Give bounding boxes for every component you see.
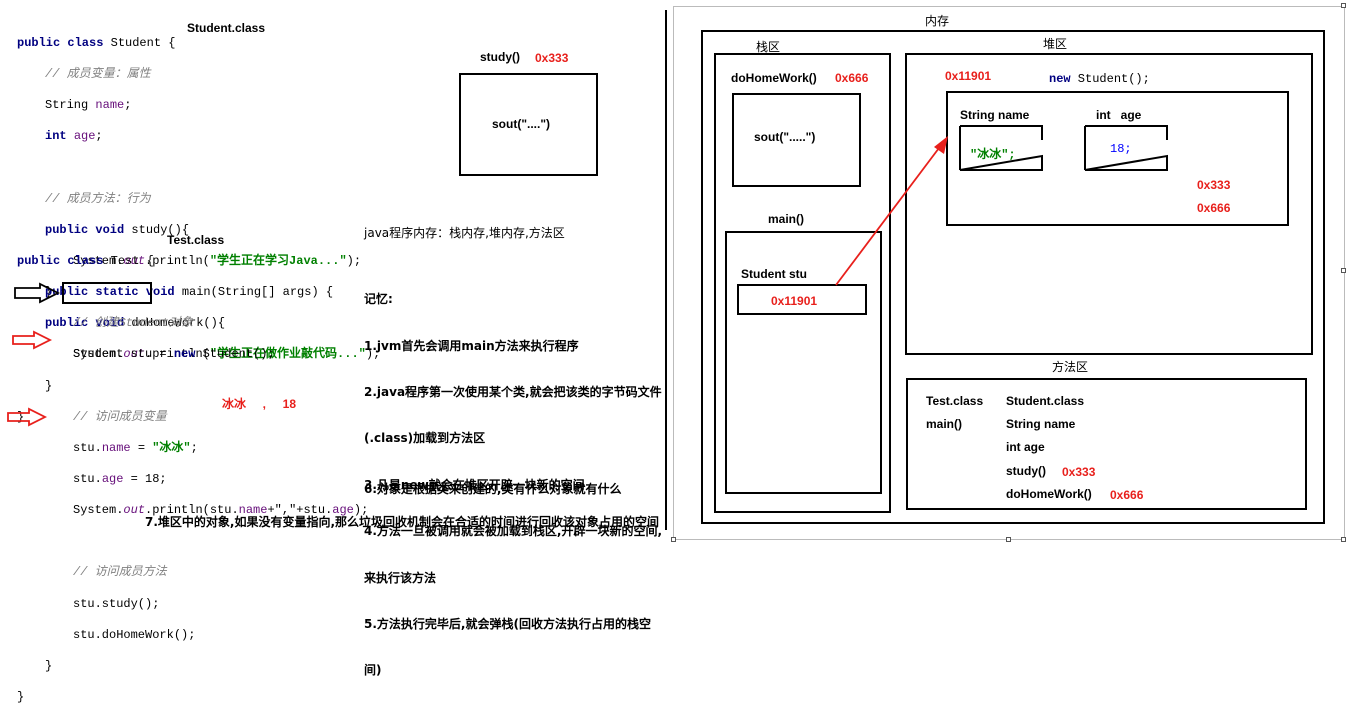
note-item: 2.java程序第一次使用某个类,就会把该类的字节码文件 bbox=[364, 385, 662, 400]
arrowhead-icon bbox=[934, 136, 948, 154]
stack-area bbox=[714, 53, 891, 513]
student-homework-entry: doHomeWork() bbox=[1006, 487, 1092, 501]
notes-title: 记忆: bbox=[364, 292, 393, 307]
code-line: // 创建Student对象 bbox=[73, 315, 194, 330]
code-line: stu.study(); bbox=[73, 596, 160, 611]
code-line: public void doHomeWork(){ bbox=[45, 316, 226, 331]
heap-new-expression: new Student(); bbox=[1049, 72, 1150, 86]
red-arrow-icon bbox=[7, 407, 48, 427]
age-field-label: int age bbox=[1096, 108, 1142, 122]
note-item: 5.方法执行完毕后,就会弹栈(回收方法执行占用的栈空 bbox=[364, 617, 651, 632]
code-line: System.out.println("学生正在学习Java..."); bbox=[73, 253, 362, 268]
age-field-value: 18; bbox=[1110, 142, 1132, 156]
heap-object-address: 0x11901 bbox=[945, 69, 992, 83]
vertical-divider bbox=[665, 10, 667, 530]
code-line: } bbox=[45, 659, 53, 674]
stu-variable-label: Student stu bbox=[741, 267, 807, 281]
student-class-entry: Student.class bbox=[1006, 394, 1085, 408]
handle bbox=[1006, 537, 1011, 542]
code-line: } bbox=[17, 690, 25, 705]
stack-title: 栈区 bbox=[756, 40, 781, 54]
red-arrow-icon bbox=[12, 330, 53, 350]
code-line: stu.name = "冰冰"; bbox=[73, 440, 198, 455]
field-slots bbox=[959, 125, 1168, 171]
student-class-label: Student.class bbox=[187, 21, 266, 35]
code-line: stu.doHomeWork(); bbox=[73, 627, 196, 642]
age-slot bbox=[1084, 125, 1168, 171]
memory-title: 内存 bbox=[925, 14, 950, 28]
code-line: // 访问成员方法 bbox=[73, 565, 167, 580]
homework-frame-title: doHomeWork() bbox=[731, 71, 817, 85]
homework-frame-content: sout(".....") bbox=[754, 130, 816, 144]
code-line: public static void main(String[] args) { bbox=[45, 284, 334, 299]
stu-variable-box bbox=[737, 284, 867, 315]
name-field-label: String name bbox=[960, 108, 1030, 122]
name-slot bbox=[959, 125, 1043, 171]
test-class-label: Test.class bbox=[167, 233, 225, 247]
method-ref-homework: 0x666 bbox=[1197, 201, 1231, 215]
code-line: public class Test { bbox=[17, 253, 154, 268]
memory-summary: java程序内存：栈内存,堆内存,方法区 bbox=[364, 226, 565, 240]
student-object bbox=[946, 91, 1289, 226]
study-box-title: study() bbox=[480, 50, 520, 64]
code-line: } bbox=[17, 409, 25, 424]
note-item: 间) bbox=[364, 663, 382, 678]
reference-arrow bbox=[835, 136, 948, 286]
method-ref-study: 0x333 bbox=[1197, 178, 1231, 192]
student-homework-address: 0x666 bbox=[1110, 488, 1144, 502]
code-line: // 访问成员变量 bbox=[73, 409, 167, 424]
stu-variable-value: 0x11901 bbox=[771, 294, 818, 308]
main-frame bbox=[725, 231, 882, 494]
handle bbox=[1341, 268, 1346, 273]
student-age-entry: int age bbox=[1006, 440, 1045, 454]
handle bbox=[671, 537, 676, 542]
note-item: (.class)加载到方法区 bbox=[364, 431, 486, 446]
code-line: stu.age = 18; bbox=[73, 471, 167, 486]
code-line: String name; bbox=[45, 97, 132, 112]
study-box-address: 0x333 bbox=[535, 51, 569, 65]
note-item: 来执行该方法 bbox=[364, 570, 437, 585]
test-main-entry: main() bbox=[926, 417, 962, 431]
heap-area bbox=[905, 53, 1313, 355]
handle bbox=[1341, 3, 1346, 8]
note-item: 1.jvm首先会调用main方法来执行程序 bbox=[364, 338, 579, 353]
note-item: 4.方法一旦被调用就会被加载到栈区,开辟一块新的空间, bbox=[364, 524, 663, 539]
code-line: // 成员变量：属性 bbox=[45, 66, 151, 81]
note-item-7: 7.堆区中的对象,如果没有变量指向,那么垃圾回收机制会在合适的时间进行回收该对象… bbox=[145, 515, 660, 529]
output-annotation: 冰冰 , 18 bbox=[222, 397, 297, 411]
code-line: } bbox=[45, 378, 53, 393]
code-line: System.out.println(stu.name+","+stu.age)… bbox=[73, 503, 369, 518]
memory-frame bbox=[701, 30, 1325, 524]
code-line: } bbox=[45, 285, 53, 300]
homework-frame-address: 0x666 bbox=[835, 71, 869, 85]
main-frame-title: main() bbox=[768, 212, 804, 226]
student-study-entry: study() bbox=[1006, 464, 1046, 478]
student-study-address: 0x333 bbox=[1062, 465, 1096, 479]
code-line: System.out.println("学生正在做作业敲代码..."); bbox=[73, 347, 381, 362]
highlight-box bbox=[62, 282, 152, 304]
code-line: Student stu = new Student(); bbox=[73, 347, 275, 362]
homework-frame bbox=[732, 93, 861, 187]
note-item: 6.对象是根据类来创建的,类有什么对象就有什么 bbox=[364, 482, 622, 496]
study-box-content: sout("....") bbox=[492, 117, 551, 131]
note-item: 3.凡是new就会在堆区开辟一块新的空间 bbox=[364, 477, 585, 492]
handle bbox=[1341, 537, 1346, 542]
student-name-entry: String name bbox=[1006, 417, 1076, 431]
name-field-value: "冰冰"; bbox=[970, 148, 1016, 162]
arrow-annotations bbox=[7, 282, 61, 427]
code-line: public class Student { bbox=[17, 35, 176, 50]
student-class-code: public class Student { // 成员变量：属性 String… bbox=[17, 20, 380, 441]
method-area-title: 方法区 bbox=[1052, 360, 1089, 374]
black-arrow-icon bbox=[14, 282, 61, 304]
code-line: public void study(){ bbox=[45, 222, 190, 237]
study-frame bbox=[459, 73, 598, 176]
test-class-entry: Test.class bbox=[926, 394, 984, 408]
code-line: // 成员方法：行为 bbox=[45, 191, 151, 206]
code-line: int age; bbox=[45, 129, 103, 144]
heap-title: 堆区 bbox=[1043, 37, 1068, 51]
method-area bbox=[906, 378, 1307, 510]
